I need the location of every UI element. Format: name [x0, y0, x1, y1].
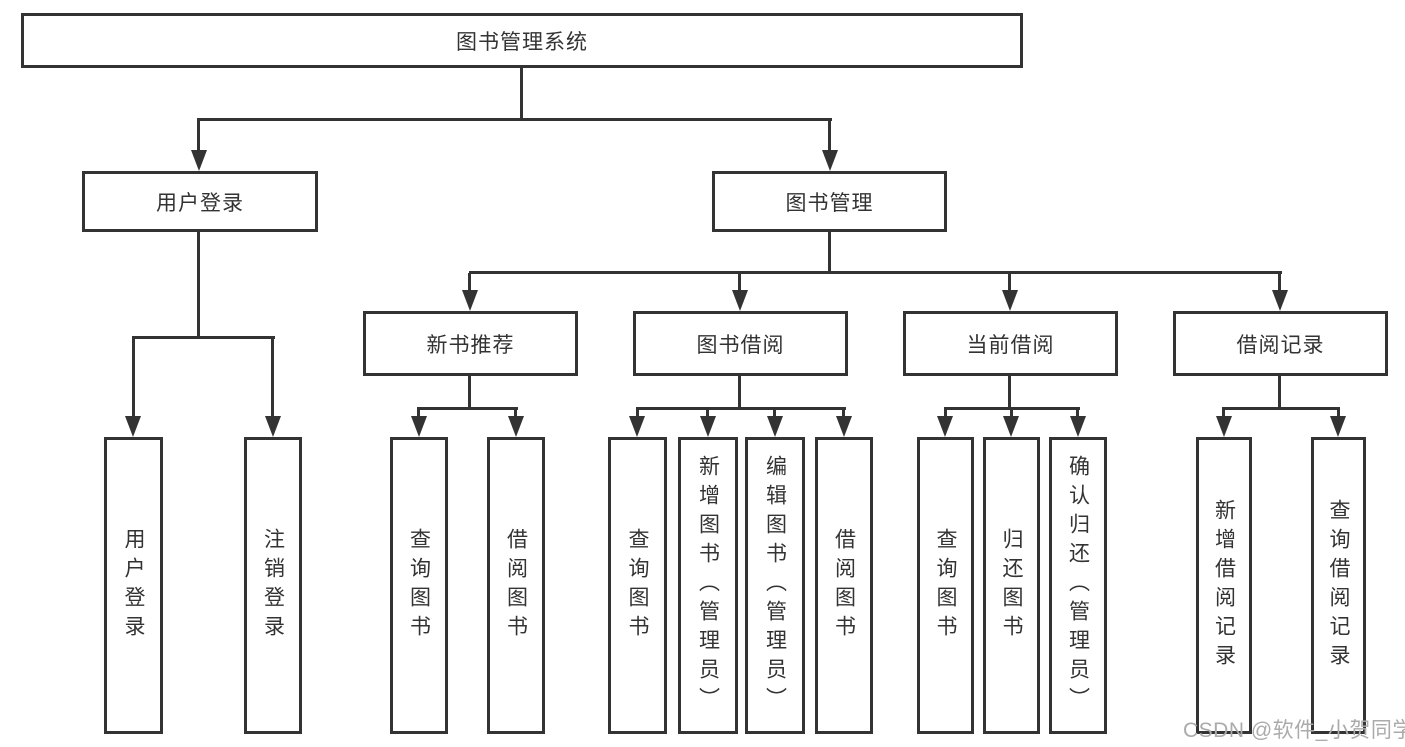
connector-line — [773, 409, 776, 419]
connector-arrowhead — [508, 416, 524, 437]
leaf-return-books-label: 归还图书 — [1000, 527, 1023, 644]
connector-line — [132, 338, 135, 420]
leaf-query-books-current-label: 查询图书 — [934, 527, 957, 644]
connector-arrowhead — [191, 150, 207, 171]
node-user-login: 用户登录 — [82, 171, 318, 232]
connector-arrowhead — [265, 416, 281, 437]
leaf-query-books-borrow-label: 查询图书 — [626, 527, 649, 644]
connector-arrowhead — [767, 416, 783, 437]
connector-line — [417, 409, 420, 419]
connector-arrowhead — [411, 416, 427, 437]
node-new-book-recommend: 新书推荐 — [363, 311, 578, 376]
node-current-borrow: 当前借阅 — [903, 311, 1118, 376]
connector-line — [738, 376, 741, 410]
connector-line — [944, 409, 947, 419]
node-book-management-label: 图书管理 — [785, 191, 874, 215]
node-book-borrow-label: 图书借阅 — [696, 333, 785, 357]
connector-arrowhead — [1002, 290, 1018, 311]
connector-line — [1278, 376, 1281, 410]
connector-line — [469, 271, 1282, 274]
connector-arrowhead — [462, 290, 478, 311]
connector-line — [1008, 273, 1011, 293]
leaf-add-borrow-record: 新增借阅记录 — [1196, 437, 1252, 734]
leaf-confirm-return-admin: 确认归还（管理员） — [1049, 437, 1107, 734]
leaf-query-borrow-record-label: 查询借阅记录 — [1327, 498, 1350, 673]
node-current-borrow-label: 当前借阅 — [966, 333, 1055, 357]
leaf-logout: 注销登录 — [244, 437, 302, 734]
leaf-return-books: 归还图书 — [983, 437, 1040, 734]
leaf-borrow-books-recommend-label: 借阅图书 — [504, 527, 528, 644]
leaf-user-login-label: 用户登录 — [122, 527, 145, 644]
connector-arrowhead — [937, 416, 953, 437]
node-root: 图书管理系统 — [21, 13, 1023, 68]
connector-line — [197, 232, 200, 339]
leaf-query-books-borrow: 查询图书 — [608, 437, 667, 734]
leaf-query-books-current: 查询图书 — [917, 437, 974, 734]
connector-line — [1278, 273, 1281, 293]
node-borrow-records-label: 借阅记录 — [1236, 333, 1325, 357]
connector-line — [1076, 409, 1079, 419]
connector-arrowhead — [1070, 416, 1086, 437]
connector-line — [520, 68, 523, 121]
leaf-borrow-books: 借阅图书 — [815, 437, 873, 734]
node-borrow-records: 借阅记录 — [1173, 311, 1388, 376]
connector-line — [1337, 409, 1340, 419]
leaf-logout-label: 注销登录 — [261, 527, 285, 644]
connector-arrowhead — [1272, 290, 1288, 311]
connector-line — [1222, 409, 1225, 419]
connector-line — [738, 273, 741, 293]
connector-line — [271, 338, 274, 420]
connector-line — [828, 232, 831, 274]
leaf-borrow-books-recommend: 借阅图书 — [487, 437, 545, 734]
connector-line — [417, 407, 518, 410]
connector-line — [197, 118, 832, 121]
connector-line — [468, 376, 471, 410]
node-user-login-label: 用户登录 — [156, 191, 244, 215]
leaf-borrow-books-label: 借阅图书 — [832, 527, 856, 644]
connector-arrowhead — [836, 416, 852, 437]
leaf-confirm-return-admin-label: 确认归还（管理员） — [1066, 455, 1090, 716]
leaf-add-book-admin-label: 新增图书（管理员） — [696, 455, 720, 716]
watermark: CSDN @软件_小贺同学 — [1183, 719, 1405, 742]
node-root-label: 图书管理系统 — [456, 30, 588, 54]
connector-line — [842, 409, 845, 419]
node-new-book-recommend-label: 新书推荐 — [426, 333, 515, 357]
leaf-add-book-admin: 新增图书（管理员） — [678, 437, 738, 734]
connector-arrowhead — [629, 416, 645, 437]
leaf-edit-book-admin-label: 编辑图书（管理员） — [763, 455, 787, 716]
connector-line — [944, 407, 1080, 410]
leaf-user-login: 用户登录 — [104, 437, 163, 734]
leaf-query-books-recommend: 查询图书 — [390, 437, 448, 734]
connector-arrowhead — [1003, 416, 1019, 437]
connector-line — [1008, 376, 1011, 410]
connector-line — [197, 120, 200, 153]
connector-arrowhead — [732, 290, 748, 311]
connector-line — [1010, 409, 1013, 419]
connector-line — [468, 273, 471, 293]
leaf-add-borrow-record-label: 新增借阅记录 — [1212, 498, 1236, 673]
leaf-query-borrow-record: 查询借阅记录 — [1311, 437, 1366, 734]
connector-line — [514, 409, 517, 419]
node-book-borrow: 图书借阅 — [633, 311, 848, 376]
leaf-query-books-recommend-label: 查询图书 — [407, 527, 431, 644]
connector-line — [828, 120, 831, 153]
connector-arrowhead — [1216, 416, 1232, 437]
connector-arrowhead — [700, 416, 716, 437]
connector-line — [636, 409, 639, 419]
connector-line — [636, 407, 846, 410]
connector-line — [132, 336, 275, 339]
connector-line — [706, 409, 709, 419]
connector-line — [1222, 407, 1340, 410]
leaf-edit-book-admin: 编辑图书（管理员） — [745, 437, 805, 734]
connector-arrowhead — [1330, 416, 1346, 437]
node-book-management: 图书管理 — [712, 171, 947, 232]
connector-arrowhead — [125, 416, 141, 437]
connector-arrowhead — [822, 150, 838, 171]
